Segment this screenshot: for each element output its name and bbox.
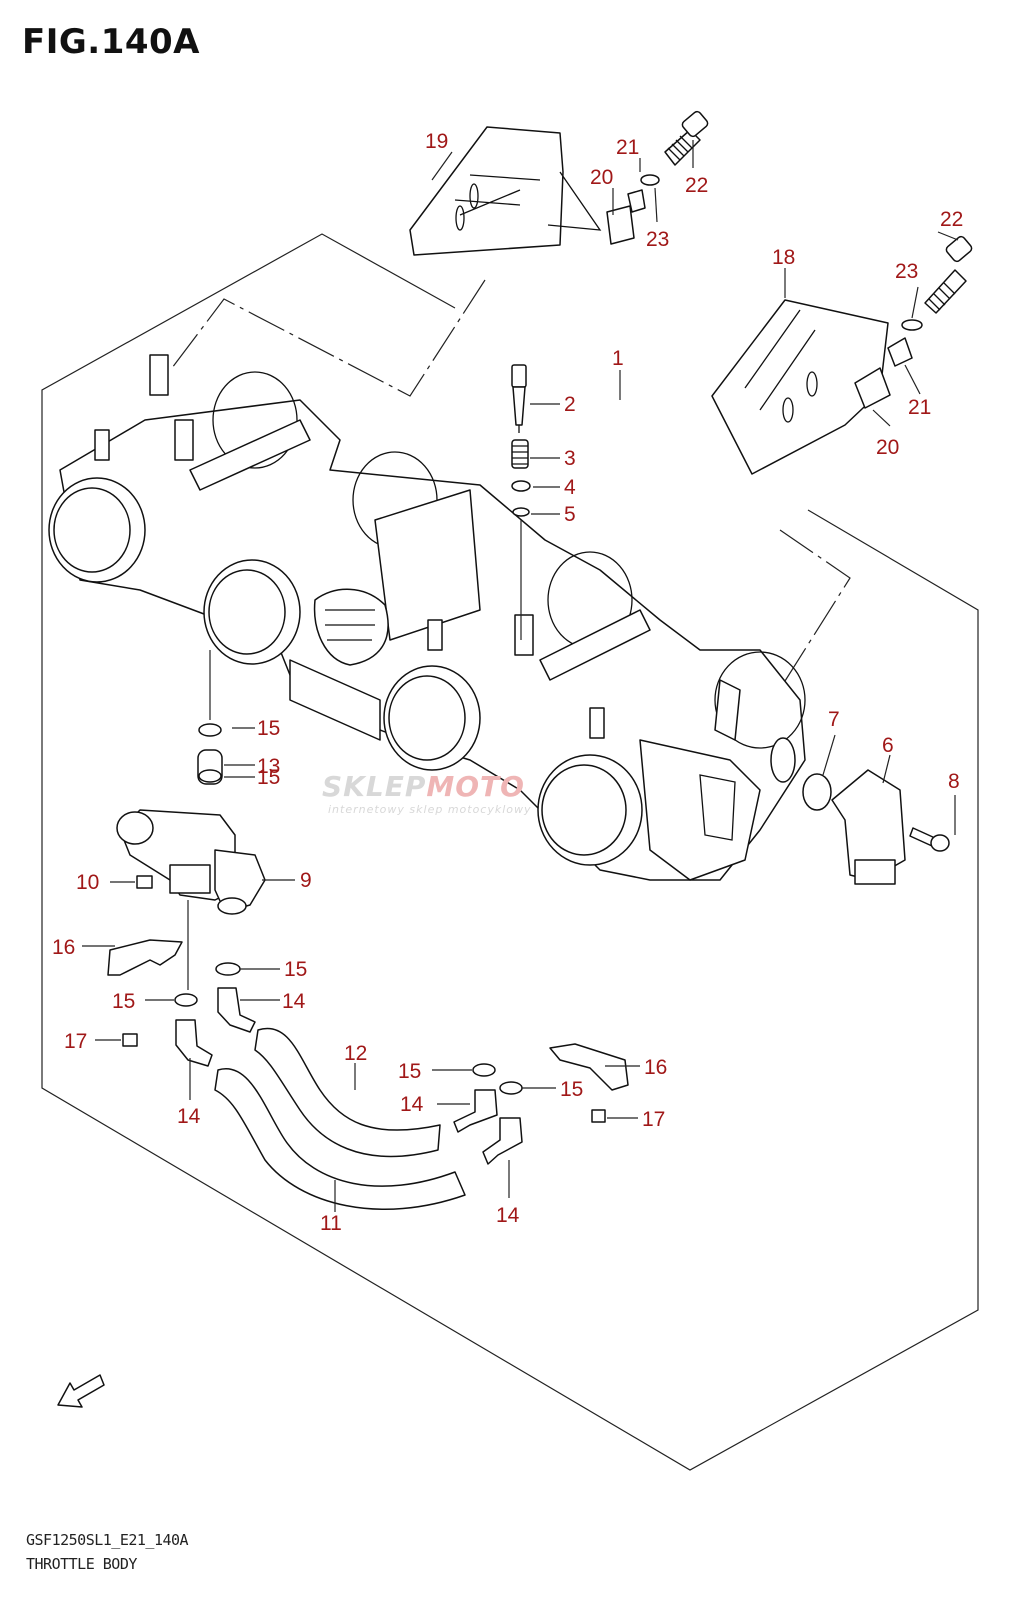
clamp-16-left: [107, 939, 183, 976]
washer-23-top: [640, 174, 660, 186]
callout-5: 5: [564, 503, 576, 526]
hose-12-drawing: [254, 1027, 441, 1158]
fitting-14-a: [217, 987, 256, 1033]
collar-21-right: [887, 337, 913, 367]
oring-15-lower-b: [174, 993, 198, 1007]
phantom-line-19: [171, 279, 486, 397]
callout-15-a: 15: [257, 717, 280, 740]
callout-15-c: 15: [284, 958, 307, 981]
callout-1: 1: [612, 347, 624, 370]
figure-title: FIG.140A: [22, 22, 200, 62]
callout-15-f: 15: [560, 1078, 583, 1101]
oring-7-drawing: [802, 773, 832, 811]
washer-23-right: [901, 319, 923, 331]
callout-labels: 1 2 3 4 5 6 7 8 9 10 11 12 13 14 14 14 1…: [52, 130, 963, 1235]
callout-15-d: 15: [112, 990, 135, 1013]
oring-15-lower-c: [472, 1063, 496, 1077]
fwd-arrow-icon: [57, 1374, 105, 1408]
sensor-6-connector: [854, 859, 896, 885]
callout-2: 2: [564, 393, 576, 416]
throttle-body-drawing: [48, 354, 806, 881]
bolt-17-left: [122, 1033, 138, 1047]
valve-9-drawing: [116, 809, 266, 915]
callout-3: 3: [564, 447, 576, 470]
callout-leaders: [82, 140, 959, 1212]
bracket-19-drawing: [409, 126, 602, 256]
screw-2-drawing: [511, 364, 527, 433]
grommet-20-right: [854, 367, 891, 409]
screw-10-drawing: [136, 875, 153, 889]
grommet-20-top: [606, 205, 635, 245]
callout-18: 18: [772, 246, 795, 269]
oring-5-drawing: [512, 507, 530, 517]
callout-15-b: 15: [257, 766, 280, 789]
callout-20-a: 20: [590, 166, 613, 189]
assembly-outline: [41, 233, 979, 1471]
callout-22-b: 22: [940, 208, 963, 231]
fitting-14-b: [175, 1019, 213, 1067]
fitting-14-c: [453, 1089, 498, 1133]
bolt-17-right: [591, 1109, 606, 1123]
phantom-line-18: [772, 529, 851, 701]
fitting-14-d: [482, 1117, 523, 1165]
callout-14-a: 14: [282, 990, 306, 1013]
model-code: GSF1250SL1_E21_140A: [26, 1531, 189, 1549]
callout-6: 6: [882, 734, 894, 757]
oring-15-lower-d: [499, 1081, 523, 1095]
callout-14-b: 14: [177, 1105, 201, 1128]
bolt-22-right-drawing: [924, 235, 973, 314]
callout-16-b: 16: [644, 1056, 667, 1079]
callout-21-b: 21: [908, 396, 931, 419]
spring-3-drawing: [511, 439, 529, 469]
callout-23-a: 23: [646, 228, 669, 251]
clamp-16-right: [549, 1043, 629, 1091]
callout-7: 7: [828, 708, 840, 731]
callout-17-a: 17: [64, 1030, 87, 1053]
callout-17-b: 17: [642, 1108, 665, 1131]
callout-12: 12: [344, 1042, 367, 1065]
hose-11-drawing: [214, 1067, 466, 1210]
callout-4: 4: [564, 476, 576, 499]
oring-15-mid: [198, 769, 222, 783]
callout-23-b: 23: [895, 260, 918, 283]
callout-8: 8: [948, 770, 960, 793]
callout-10: 10: [76, 871, 99, 894]
callout-21-a: 21: [616, 136, 639, 159]
callout-14-d: 14: [496, 1204, 520, 1227]
callout-15-e: 15: [398, 1060, 421, 1083]
callout-9: 9: [300, 869, 312, 892]
washer-4-drawing: [511, 480, 531, 492]
oring-15-upper: [198, 723, 222, 737]
callout-16-a: 16: [52, 936, 75, 959]
callout-20-b: 20: [876, 436, 899, 459]
oring-15-lower-a: [215, 962, 241, 976]
callout-22-a: 22: [685, 174, 708, 197]
callout-14-c: 14: [400, 1093, 424, 1116]
section-name: THROTTLE BODY: [26, 1555, 137, 1573]
callout-19: 19: [425, 130, 448, 153]
callout-11: 11: [320, 1212, 342, 1235]
bolt-22-top-drawing: [664, 110, 709, 166]
callout-13: 13: [257, 755, 280, 778]
